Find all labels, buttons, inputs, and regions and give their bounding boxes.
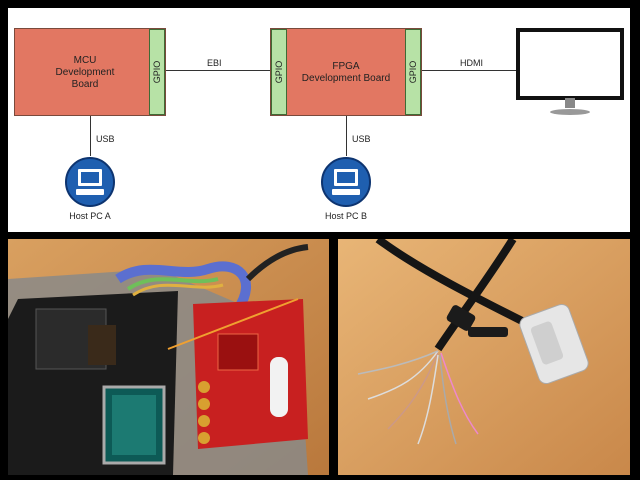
block-diagram: MCU Development Board GPIO EBI GPIO FPGA…	[8, 8, 630, 232]
hdmi-connection	[422, 70, 518, 71]
computer-icon	[321, 157, 371, 207]
mcu-gpio-block: GPIO	[149, 29, 165, 115]
usb-label-a: USB	[96, 134, 115, 144]
fpga-gpio-left-block: GPIO	[271, 29, 287, 115]
mcu-board-label-line1: MCU	[73, 55, 97, 66]
hdmi-cable-photo	[338, 239, 630, 475]
hdmi-label: HDMI	[460, 58, 483, 68]
fpga-development-board: GPIO FPGA Development Board GPIO	[270, 28, 422, 116]
fpga-gpio-right-block: GPIO	[405, 29, 421, 115]
fpga-board-label-line1: FPGA	[332, 61, 360, 72]
ebi-label: EBI	[207, 58, 222, 68]
monitor-icon	[516, 28, 624, 115]
fpga-board-label: FPGA Development Board	[287, 61, 405, 85]
mcu-board-label-line3: Board	[71, 79, 99, 90]
hardware-setup-photo	[8, 239, 329, 475]
host-pc-a-label: Host PC A	[69, 211, 111, 221]
fpga-gpio-left-label: GPIO	[274, 60, 284, 84]
ebi-connection	[166, 70, 270, 71]
usb-label-b: USB	[352, 134, 371, 144]
usb-connection-b	[346, 116, 347, 156]
computer-icon	[65, 157, 115, 207]
fpga-board-label-line2: Development Board	[301, 73, 391, 84]
mcu-gpio-label: GPIO	[152, 60, 162, 84]
host-pc-b-label: Host PC B	[324, 211, 367, 221]
mcu-board-label: MCU Development Board	[15, 55, 155, 91]
mcu-development-board: MCU Development Board GPIO	[14, 28, 166, 116]
mcu-board-label-line2: Development	[55, 67, 115, 78]
fpga-gpio-right-label: GPIO	[408, 60, 418, 84]
usb-connection-a	[90, 116, 91, 156]
